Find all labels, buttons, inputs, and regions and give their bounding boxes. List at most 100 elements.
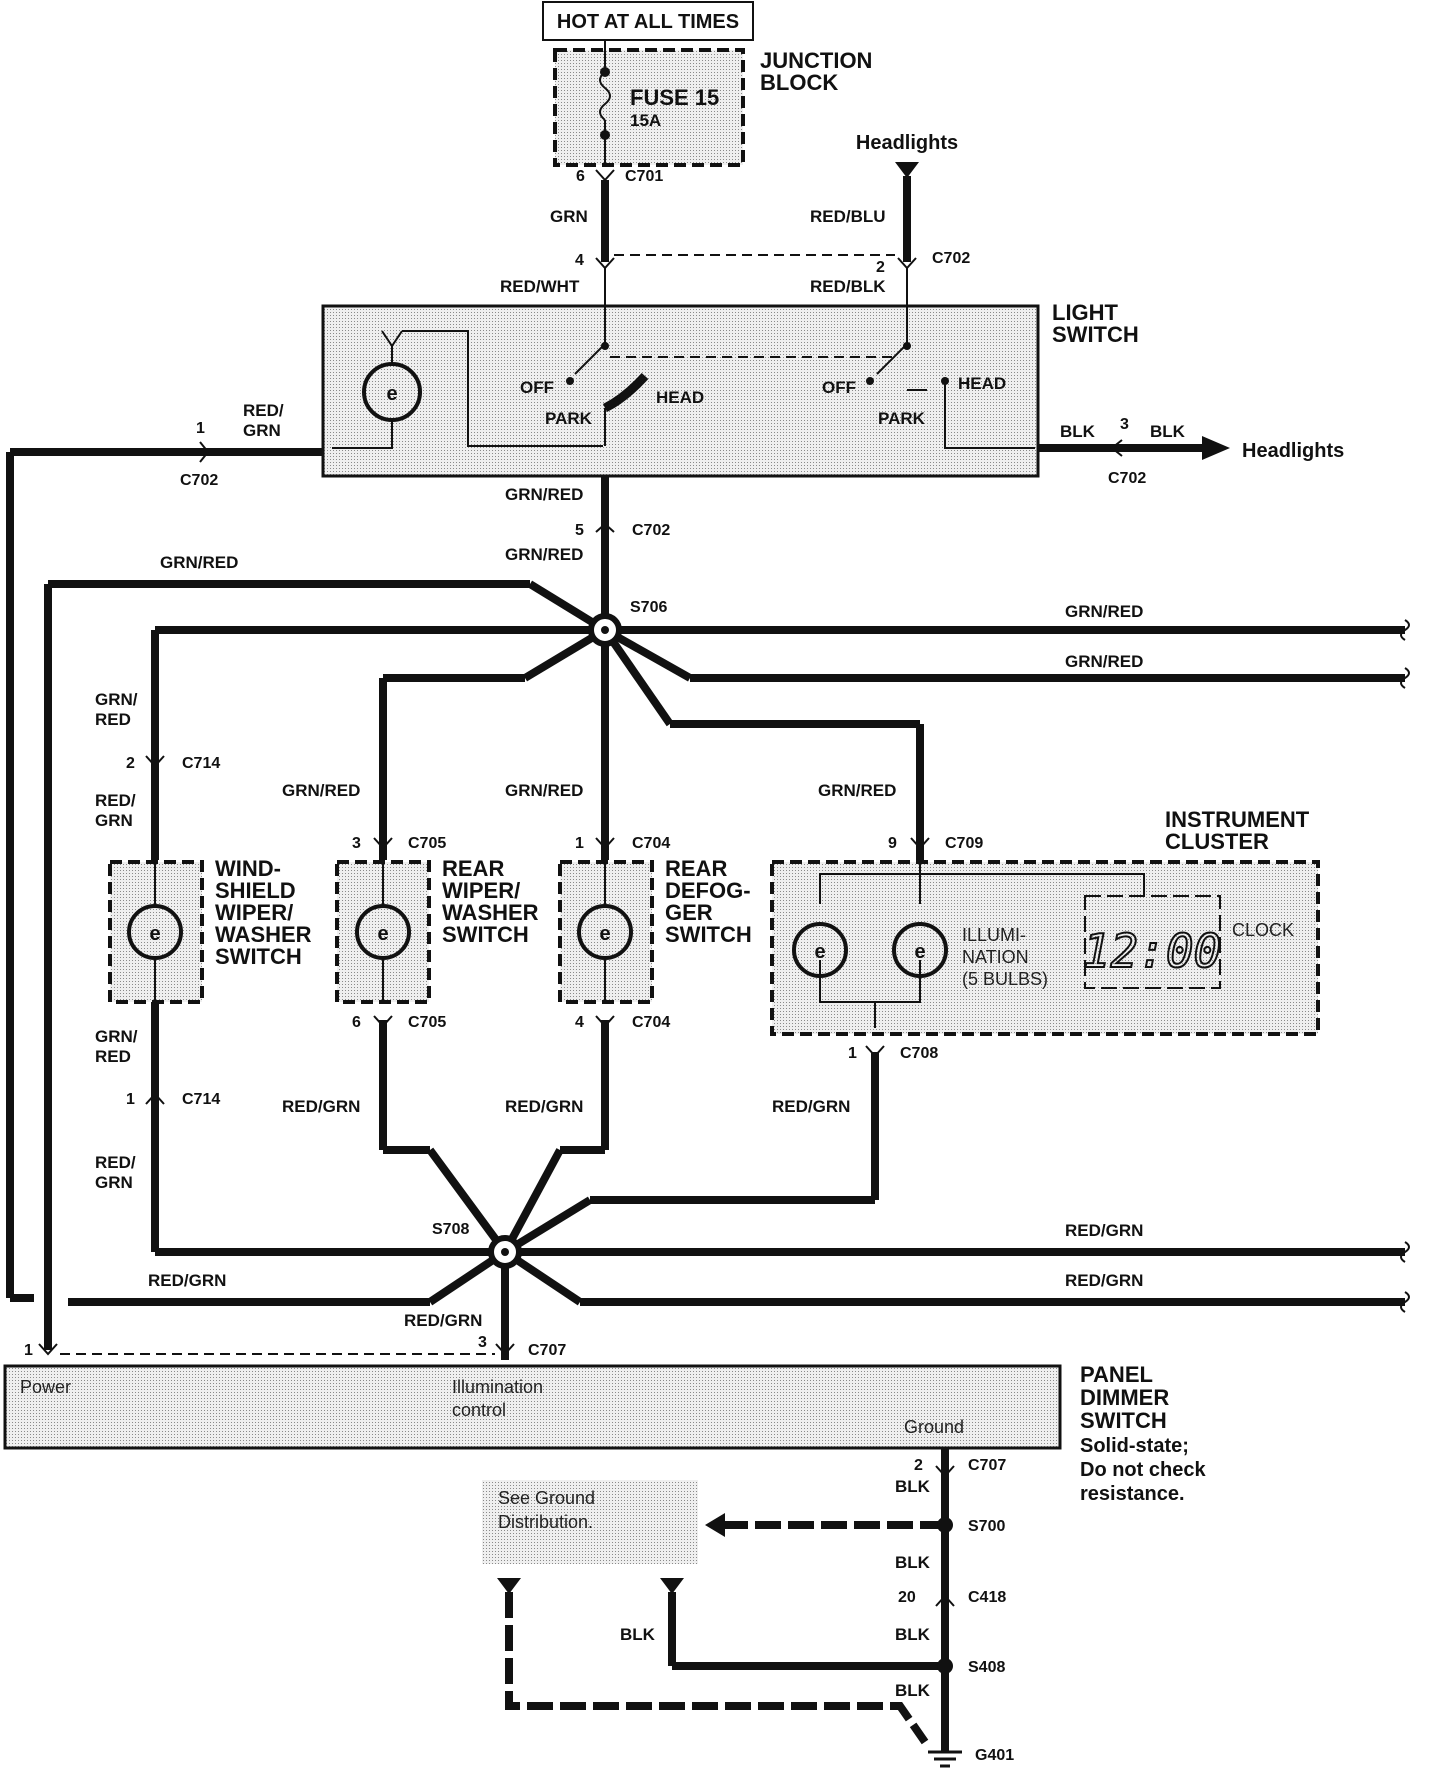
rear-defogger-label-3: GER	[665, 900, 713, 925]
rear-wiper-bulb-filament: e	[377, 923, 388, 945]
grn-red-label-top-left: GRN/RED	[160, 553, 238, 572]
rear-defogger-label-1: REAR	[665, 856, 727, 881]
instrument-cluster-box	[770, 860, 1320, 1036]
rear-defogger-bulb-filament: e	[599, 923, 610, 945]
grn-red-wire-right-1-break	[1400, 619, 1410, 641]
panel-dimmer-label-2: DIMMER	[1080, 1385, 1169, 1410]
panel-dimmer-label-1: PANEL	[1080, 1362, 1153, 1387]
c705-label-bottom: C705	[408, 1014, 446, 1031]
c714-label-bottom: C714	[182, 1091, 220, 1108]
grn-red-label-windshield-out-2: RED	[95, 1047, 131, 1066]
c705-connector-top	[373, 837, 393, 850]
s706-label: S706	[630, 599, 667, 616]
s708-splice-center	[501, 1248, 509, 1256]
c707-pin2: 2	[914, 1457, 923, 1474]
rear-defogger-label-2: DEFOG-	[665, 878, 751, 903]
c701-connector	[595, 169, 615, 182]
windshield-wiper-label-3: WIPER/	[215, 900, 293, 925]
c705-pin3: 3	[352, 835, 361, 852]
head-label-left: HEAD	[656, 388, 704, 407]
clock-label: CLOCK	[1232, 920, 1294, 940]
c714-connector-pin2	[145, 755, 165, 768]
blk-label-s408: BLK	[620, 1625, 656, 1644]
windshield-wiper-label-4: WASHER	[215, 922, 312, 947]
s700-splice	[937, 1517, 953, 1533]
rear-wiper-label-3: WASHER	[442, 900, 539, 925]
head-label-right: HEAD	[958, 374, 1006, 393]
headlights-right-label: Headlights	[1242, 440, 1344, 462]
red-grn-label-windshield-out-1: RED/	[95, 1153, 136, 1172]
red-grn-wire-right-1-break	[1400, 1241, 1410, 1263]
red-grn-label-windshield-in-1: RED/	[95, 791, 136, 810]
dimmer-ground-label: Ground	[904, 1417, 964, 1437]
blk-label-g401: BLK	[895, 1681, 931, 1700]
c701-label: C701	[625, 168, 663, 185]
c418-label: C418	[968, 1589, 1006, 1606]
panel-dimmer-note-1: Solid-state;	[1080, 1435, 1189, 1457]
g401-label: G401	[975, 1747, 1014, 1764]
ground-distribution-arrow	[705, 1513, 725, 1537]
light-switch-bulb-wiring	[332, 330, 603, 449]
grn-red-label-switch: GRN/RED	[505, 485, 583, 504]
c708-label: C708	[900, 1045, 938, 1062]
windshield-wiper-label-2: SHIELD	[215, 878, 296, 903]
red-grn-label-power-2: GRN	[243, 421, 281, 440]
light-switch-bulb-filament: e	[386, 383, 397, 405]
c702-pin3: 3	[1120, 416, 1129, 433]
red-grn-label-right-2: RED/GRN	[1065, 1271, 1143, 1290]
instrument-cluster-label-2: CLUSTER	[1165, 829, 1269, 854]
red-grn-label-dimmer: RED/GRN	[404, 1311, 482, 1330]
c714-pin2: 2	[126, 755, 135, 772]
red-blu-wire-label: RED/BLU	[810, 207, 886, 226]
c707-label-top: C707	[528, 1342, 566, 1359]
c702-label-right: C702	[1108, 470, 1146, 487]
ground-arrow-1	[660, 1578, 684, 1594]
ground-note-1: See Ground	[498, 1488, 595, 1508]
c702-label-left: C702	[180, 472, 218, 489]
head-contact-right	[941, 377, 949, 385]
headlights-right-arrow	[1202, 436, 1230, 460]
switch-pivot-right	[903, 342, 911, 350]
c702-label-top: C702	[932, 250, 970, 267]
c704-connector-top	[595, 837, 615, 850]
grn-red-label-windshield-2: RED	[95, 710, 131, 729]
c702-connector-pin3	[1110, 439, 1123, 457]
grn-red-label-windshield-out-1: GRN/	[95, 1027, 138, 1046]
fuse-name: FUSE 15	[630, 85, 719, 110]
blk-label-ground-1: BLK	[895, 1477, 931, 1496]
c708-pin1: 1	[848, 1045, 857, 1062]
c704-pin1: 1	[575, 835, 584, 852]
s408-splice	[937, 1658, 953, 1674]
c714-pin1: 1	[126, 1091, 135, 1108]
grn-red-label-windshield-1: GRN/	[95, 690, 138, 709]
blk-label-ground-3: BLK	[895, 1625, 931, 1644]
c702-pin4: 4	[575, 252, 584, 269]
dimmer-illumination-label-1: Illumination	[452, 1377, 543, 1397]
cluster-bulb-1-icon	[792, 922, 848, 978]
c704-pin4: 4	[575, 1014, 584, 1031]
grn-red-label-right-1: GRN/RED	[1065, 602, 1143, 621]
c704-label-top: C704	[632, 835, 670, 852]
panel-dimmer-switch-box	[3, 1364, 1062, 1450]
off-label-right: OFF	[822, 378, 856, 397]
grn-red-wire-cluster	[601, 627, 674, 727]
cluster-bulb-1-filament: e	[814, 941, 825, 963]
rear-wiper-label-1: REAR	[442, 856, 504, 881]
c707-label-bottom: C707	[968, 1457, 1006, 1474]
cluster-illumination-label-3: (5 BULBS)	[962, 969, 1048, 989]
red-grn-label-cluster: RED/GRN	[772, 1097, 850, 1116]
fuse-rating: 15A	[630, 111, 661, 130]
windshield-wiper-label-1: WIND-	[215, 856, 281, 881]
red-grn-wire-rear-wiper-to-s708	[426, 1147, 509, 1255]
c702-connector-pin1	[199, 441, 210, 463]
grn-wire-label: GRN	[550, 207, 588, 226]
fuse-node-top	[600, 67, 610, 77]
grn-red-wire-right-2-break	[1400, 667, 1410, 689]
red-grn-label-windshield-in-2: GRN	[95, 811, 133, 830]
switch-pivot	[601, 342, 609, 350]
c709-label: C709	[945, 835, 983, 852]
park-label-right: PARK	[878, 409, 926, 428]
off-contact	[566, 377, 574, 385]
c709-pin9: 9	[888, 835, 897, 852]
rear-defogger-label-4: SWITCH	[665, 922, 752, 947]
